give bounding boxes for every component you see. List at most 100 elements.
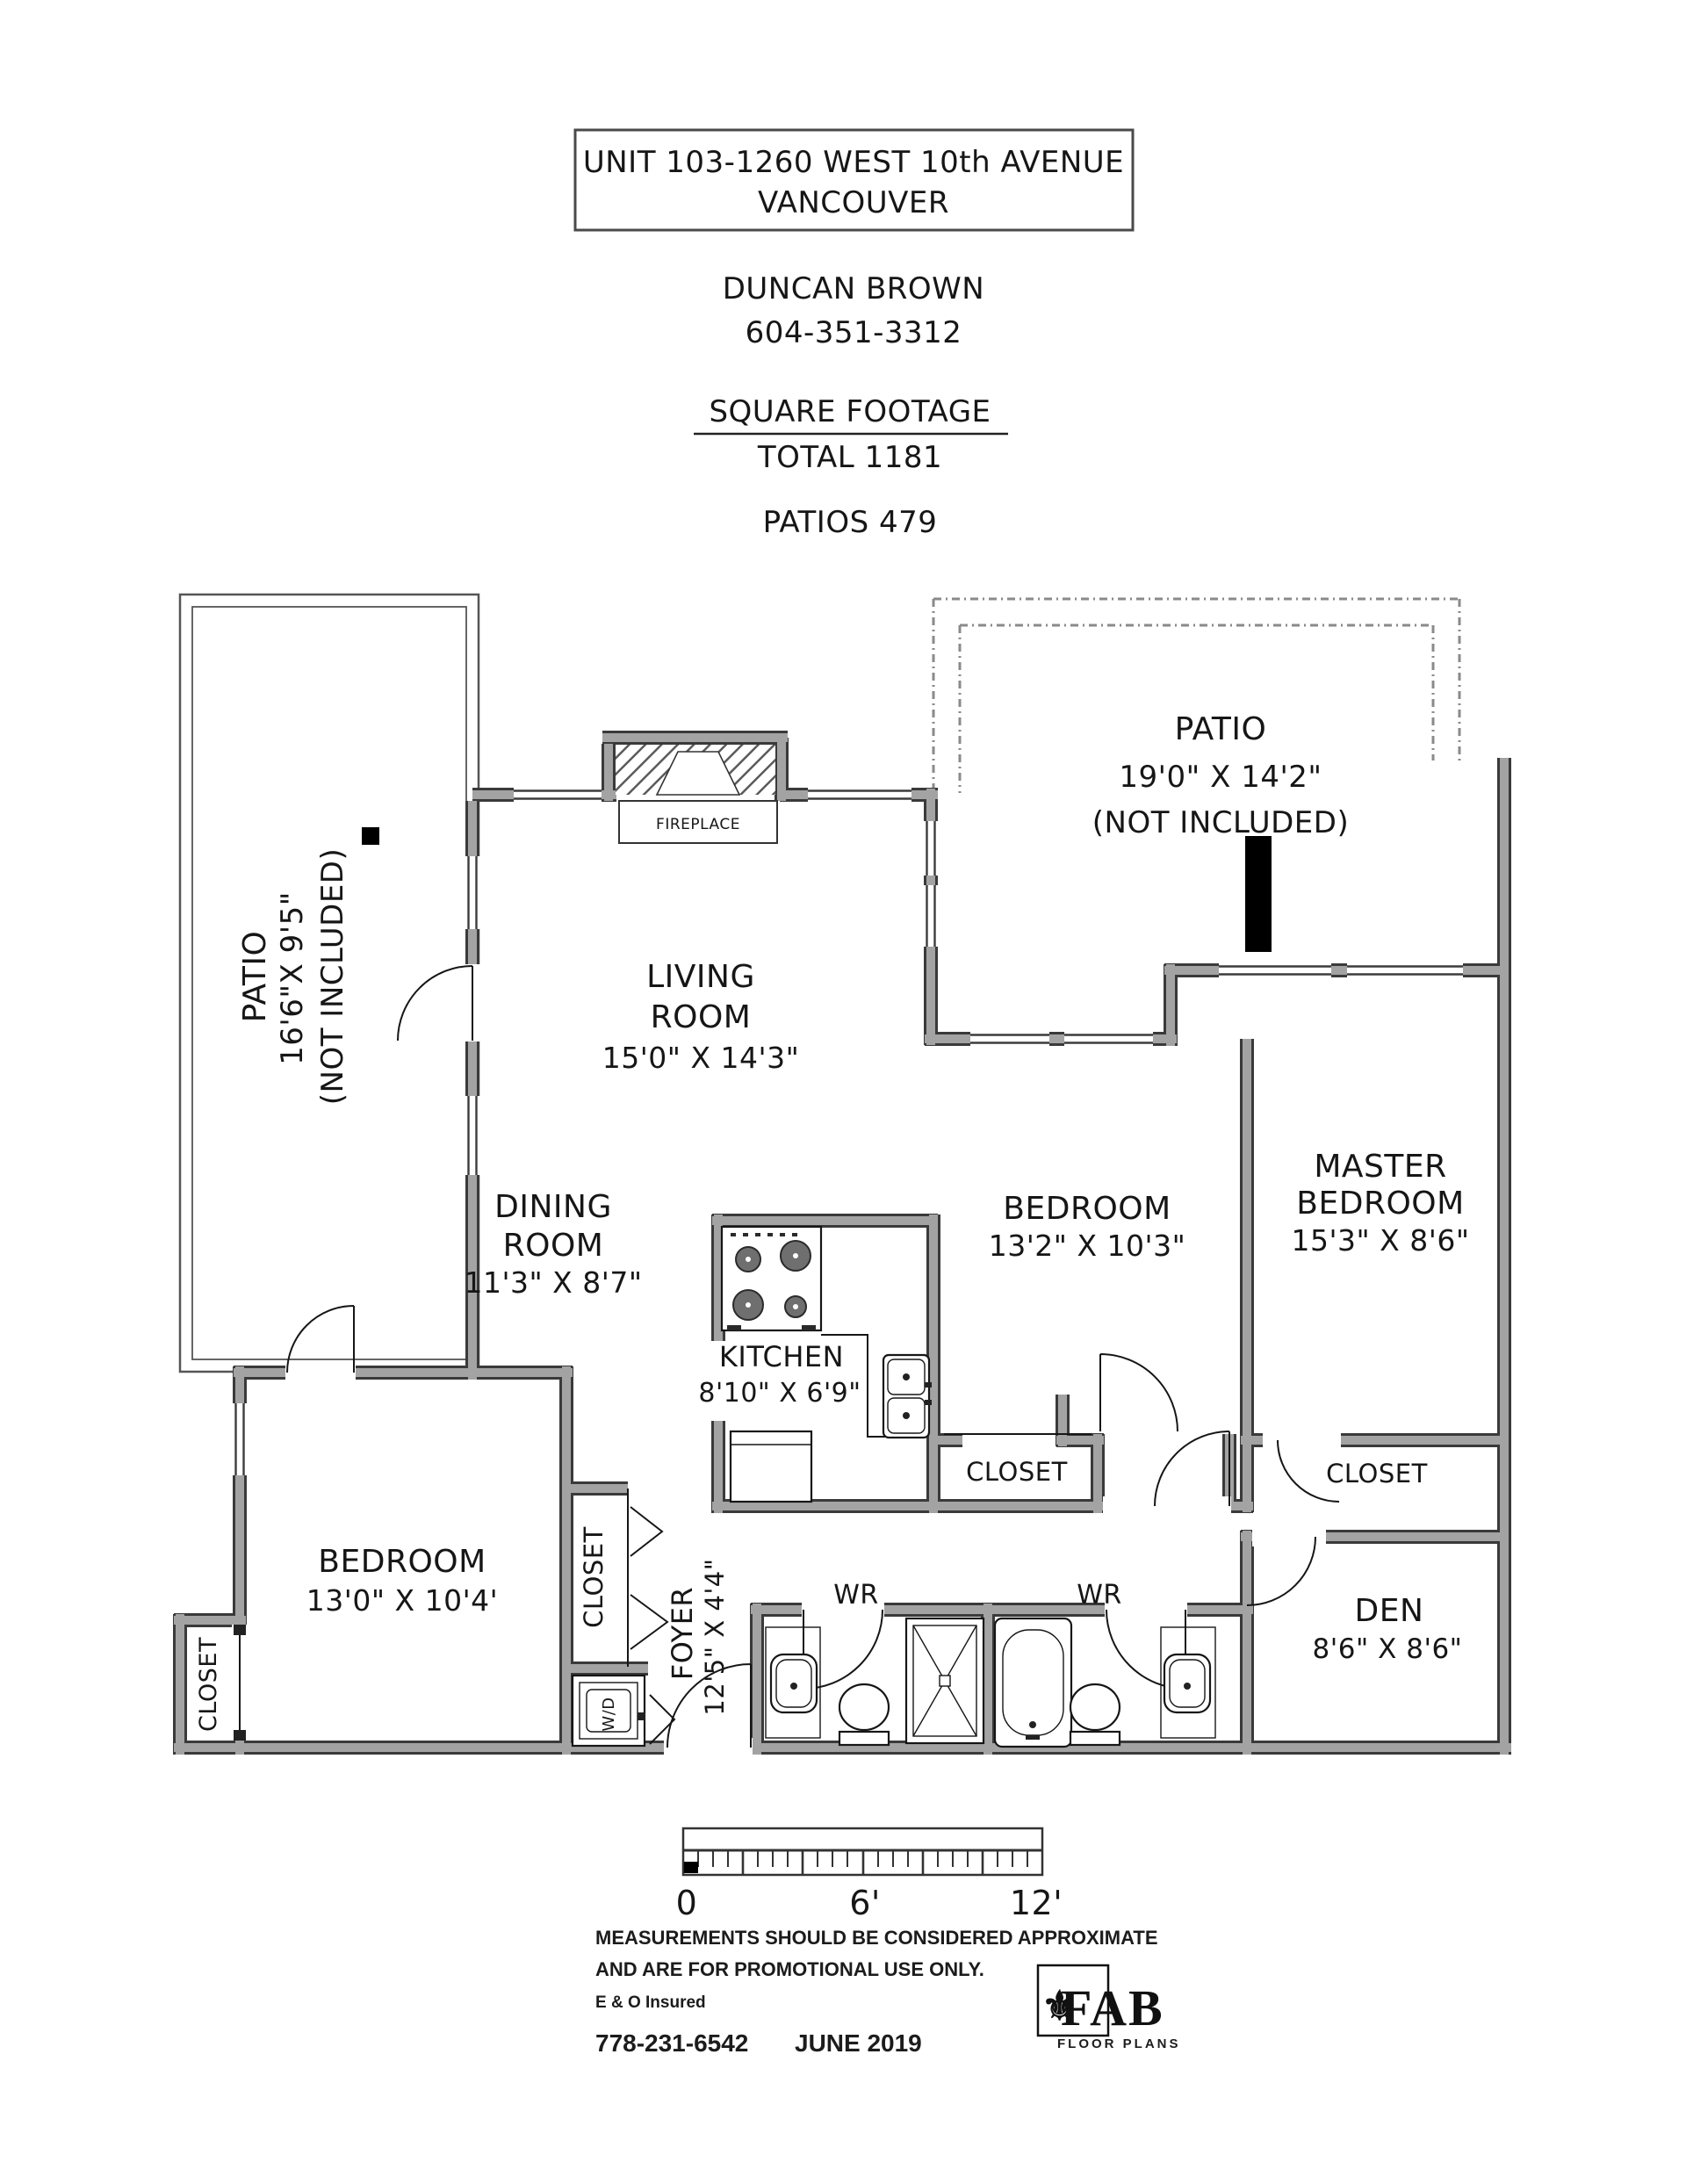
living-room-dims: 15'0" X 14'3": [602, 1041, 800, 1075]
fireplace-label: FIREPLACE: [656, 816, 740, 833]
master-dims: 15'3" X 8'6": [1291, 1223, 1469, 1258]
minor-ticks: [697, 1850, 1028, 1867]
patios-total: PATIOS 479: [763, 505, 938, 540]
patio-column: [362, 827, 379, 845]
window: [1347, 962, 1463, 978]
toilet-icon: [1069, 1683, 1121, 1747]
scale-mid: 6': [849, 1884, 881, 1922]
left-patio: PATIO 16'6"X 9'5" (NOT INCLUDED): [178, 593, 480, 1373]
room-labels: LIVING ROOM 15'0" X 14'3" DINING ROOM 11…: [195, 959, 1469, 1732]
window: [808, 787, 911, 803]
bedroom3-label: BEDROOM: [318, 1544, 486, 1580]
window: [923, 885, 939, 947]
sink-icon: [1163, 1653, 1212, 1714]
right-patio: PATIO 19'0" X 14'2" (NOT INCLUDED): [932, 597, 1461, 952]
scale-bar: 0 6' 12': [676, 1827, 1063, 1922]
disclaimer-line1: MEASUREMENTS SHOULD BE CONSIDERED APPROX…: [595, 1927, 1158, 1949]
window: [465, 856, 480, 929]
kitchen-label: KITCHEN: [719, 1340, 844, 1373]
sqft-heading: SQUARE FOOTAGE: [709, 394, 991, 429]
bedroom3-door: [286, 1305, 355, 1373]
master-closet-door: [1277, 1439, 1340, 1503]
door-jamb: [234, 1730, 246, 1741]
washer-dryer-icon: W/D: [571, 1674, 646, 1748]
wd-label: W/D: [600, 1697, 618, 1731]
windows: [232, 787, 1463, 1475]
patio-column: [1245, 836, 1272, 952]
fleur-de-lis-icon: ⚜: [1041, 1984, 1077, 2029]
dining-room-label: DINING: [494, 1189, 612, 1225]
den-label: DEN: [1355, 1593, 1424, 1629]
shower-icon: [904, 1617, 985, 1745]
footer-phone: 778-231-6542: [595, 2029, 748, 2057]
master-door: [1154, 1431, 1230, 1507]
window: [465, 1096, 480, 1175]
right-patio-label: PATIO: [1175, 711, 1267, 747]
bedroom2-door: [1099, 1353, 1178, 1432]
bedroom3-dims: 13'0" X 10'4': [306, 1583, 498, 1618]
closet-master-label: CLOSET: [1326, 1459, 1428, 1488]
entry-door: [666, 1663, 752, 1748]
closet-bedroom3-label: CLOSET: [195, 1637, 222, 1732]
den-dims: 8'6" X 8'6": [1313, 1633, 1463, 1665]
title-box: [573, 128, 1135, 232]
left-patio-note: (NOT INCLUDED): [315, 848, 350, 1105]
living-room-label2: ROOM: [651, 999, 752, 1035]
master-label2: BEDROOM: [1296, 1186, 1464, 1222]
left-patio-label: PATIO: [237, 931, 273, 1023]
fireplace: FIREPLACE: [616, 745, 778, 844]
kitchen-dims: 8'10" X 6'9": [698, 1378, 861, 1409]
logo-subtitle: FLOOR PLANS: [1057, 2036, 1181, 2051]
page-title-line2: VANCOUVER: [758, 185, 949, 220]
living-room-label: LIVING: [646, 959, 755, 995]
foyer-label: FOYER: [666, 1587, 699, 1680]
right-patio-note: (NOT INCLUDED): [1092, 805, 1349, 840]
wr-right-fixtures: [993, 1617, 1216, 1748]
foyer-dims: 12'5" X 4'4": [700, 1558, 730, 1715]
sink-icon: [769, 1653, 818, 1714]
sqft-total: TOTAL 1181: [757, 440, 942, 475]
window: [970, 1031, 1049, 1047]
wr-left-fixtures: [765, 1617, 985, 1747]
closet-bedroom2-label: CLOSET: [966, 1457, 1068, 1487]
dining-room-dims: 11'3" X 8'7": [464, 1265, 642, 1300]
bedroom2-label: BEDROOM: [1003, 1191, 1171, 1227]
wr-left-label: WR: [833, 1580, 879, 1611]
den-door: [1246, 1536, 1316, 1606]
right-patio-dims: 19'0" X 14'2": [1119, 760, 1322, 795]
door-jamb: [234, 1625, 246, 1635]
major-ticks: [741, 1850, 984, 1875]
page-title-line1: UNIT 103-1260 WEST 10th AVENUE: [583, 145, 1124, 180]
toilet-icon: [838, 1683, 890, 1747]
insured-note: E & O Insured: [595, 1993, 706, 2012]
scale-end: 12': [1010, 1884, 1063, 1922]
bifold-door-icon: [649, 1694, 676, 1745]
disclaimer-line2: AND ARE FOR PROMOTIONAL USE ONLY.: [595, 1958, 984, 1980]
door-openings: [232, 964, 1341, 1757]
wr-right-label: WR: [1077, 1580, 1122, 1611]
logo-name: FAB: [1061, 1979, 1164, 2036]
fab-logo: ⚜ FAB FLOOR PLANS: [1036, 1964, 1181, 2051]
window: [1064, 1031, 1153, 1047]
window: [232, 1403, 248, 1475]
window: [923, 821, 939, 876]
window: [514, 787, 602, 803]
window: [1219, 962, 1331, 978]
agent-phone: 604-351-3312: [746, 315, 962, 350]
vanity: [1160, 1626, 1216, 1739]
bifold-doors-icon: [630, 1506, 669, 1650]
bathtub-icon: [993, 1617, 1073, 1748]
scale-zero: 0: [676, 1884, 698, 1922]
vanity: [765, 1626, 821, 1739]
fridge-icon: [729, 1430, 813, 1503]
stove-icon: [720, 1225, 823, 1332]
footer: MEASUREMENTS SHOULD BE CONSIDERED APPROX…: [595, 1927, 1181, 2057]
dining-room-label2: ROOM: [503, 1228, 604, 1264]
agent-name: DUNCAN BROWN: [723, 271, 985, 306]
kitchen-sink-icon: [882, 1353, 932, 1439]
header: UNIT 103-1260 WEST 10th AVENUE VANCOUVER…: [573, 128, 1135, 540]
bedroom2-dims: 13'2" X 10'3": [989, 1229, 1186, 1263]
closet-foyer-label: CLOSET: [579, 1526, 609, 1628]
